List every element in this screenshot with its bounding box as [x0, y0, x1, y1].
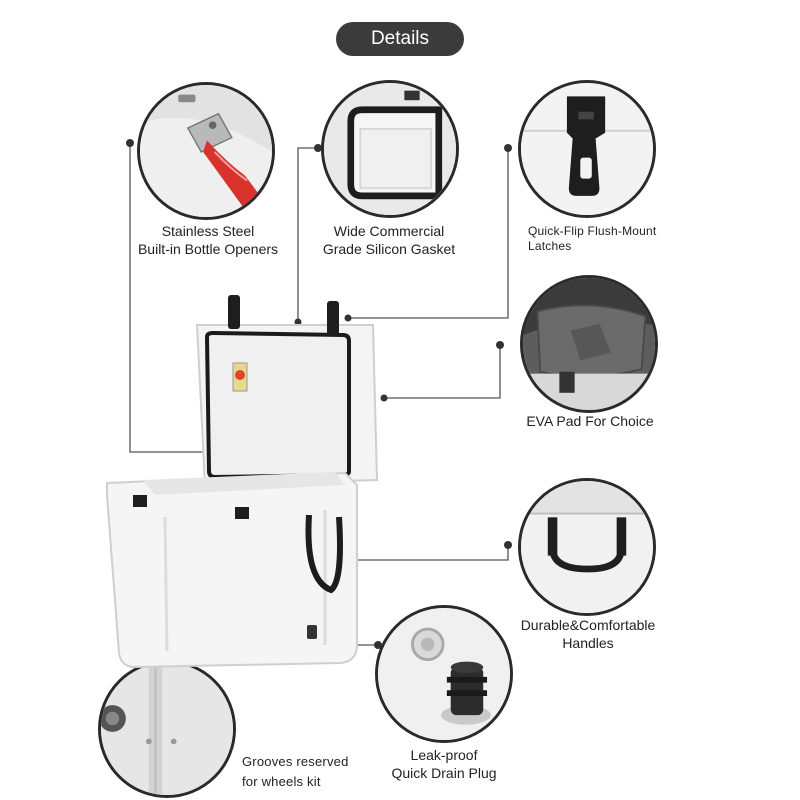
handles-detail-image [518, 478, 656, 616]
handles-caption: Durable&Comfortable Handles [520, 617, 656, 651]
bottle-opener-detail-image [137, 82, 275, 220]
eva-pad-caption: EVA Pad For Choice [526, 413, 654, 429]
grooves-caption: Grooves reserved for wheels kit [242, 754, 349, 789]
gasket-caption: Wide Commercial Grade Silicon Gasket [322, 223, 456, 257]
latches-caption: Quick-Flip Flush-Mount Latches [528, 224, 657, 253]
eva-pad-detail-image [520, 275, 658, 413]
bottle-opener-caption: Stainless Steel Built-in Bottle Openers [137, 223, 279, 257]
grooves-detail-image [98, 660, 236, 798]
drain-plug-caption: Leak-proof Quick Drain Plug [391, 747, 497, 781]
latches-detail-image [518, 80, 656, 218]
cooler-main-image [106, 295, 379, 669]
drain-plug-detail-image [375, 605, 513, 743]
details-title: Details [336, 22, 464, 56]
gasket-detail-image [321, 80, 459, 218]
